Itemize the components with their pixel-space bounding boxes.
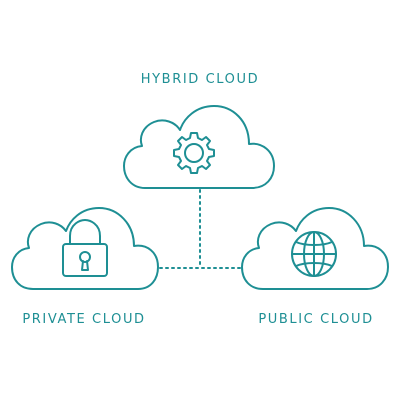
- public-cloud-label: PUBLIC CLOUD: [258, 312, 374, 327]
- hybrid-cloud-label: HYBRID CLOUD: [140, 72, 260, 87]
- public-cloud-shape: [241, 207, 389, 290]
- hybrid-cloud-shape: [123, 105, 275, 189]
- gear-icon: [173, 132, 215, 174]
- lock-icon: [62, 219, 108, 277]
- globe-icon: [291, 231, 337, 277]
- private-cloud-node: [11, 207, 159, 290]
- connector-lines: [159, 189, 241, 269]
- private-cloud-label: PRIVATE CLOUD: [22, 312, 146, 327]
- public-cloud-node: [241, 207, 389, 290]
- private-cloud-shape: [11, 207, 159, 290]
- hybrid-cloud-node: [123, 105, 275, 189]
